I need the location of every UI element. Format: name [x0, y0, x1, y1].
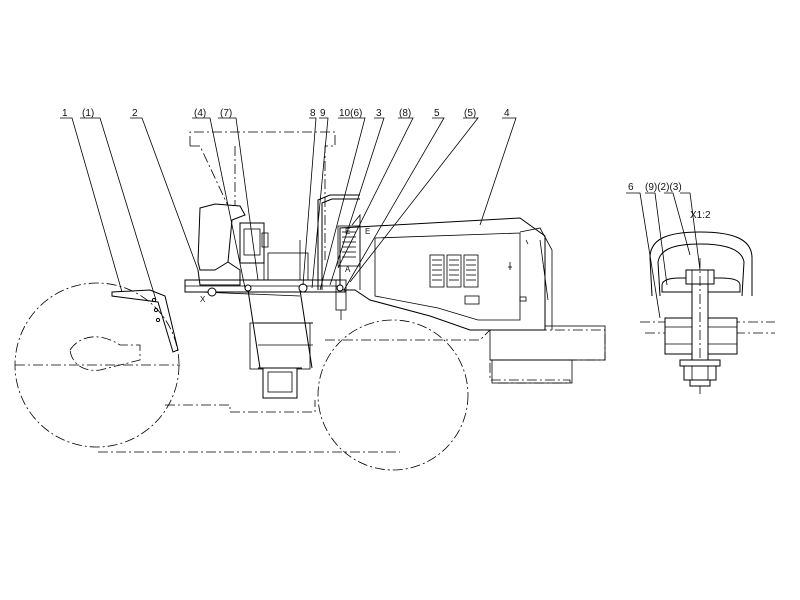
isolator-rubber	[661, 277, 741, 293]
washer	[679, 359, 721, 367]
callout-p1: (1)	[82, 108, 94, 119]
operator-seat	[197, 203, 246, 286]
access-ladder	[247, 289, 313, 399]
leader-p7	[218, 117, 259, 281]
callout-p8: (8)	[399, 108, 411, 119]
hood-badge	[464, 295, 480, 305]
hood-louvers	[429, 254, 480, 305]
callout-p7: (7)	[220, 108, 232, 119]
callout-8: 8	[310, 108, 316, 119]
bolt-tip	[689, 379, 711, 387]
control-console	[239, 222, 269, 280]
rear-bumper	[491, 359, 573, 384]
nut	[683, 365, 717, 381]
detail-leader-6	[626, 192, 661, 319]
callout-3: 3	[376, 108, 382, 119]
detail-leader-9	[645, 192, 668, 286]
leader-p4	[192, 117, 246, 289]
front-drum	[14, 282, 180, 448]
louver-grille-3	[463, 254, 479, 288]
detail-leader-3	[680, 192, 701, 271]
rear-markings	[508, 239, 529, 302]
leader-3	[329, 117, 385, 286]
leader-10p6	[319, 117, 366, 291]
leader-2	[130, 117, 199, 271]
engine-hood	[337, 213, 553, 331]
mount-points	[207, 279, 347, 320]
lower-frame-outline	[165, 329, 606, 413]
leader-p8	[337, 117, 414, 269]
callout-5: 5	[434, 108, 440, 119]
leader-p1	[80, 117, 157, 301]
leader-8	[302, 117, 317, 286]
detail-view-x: 6 (9)(2)(3) X1:2	[626, 182, 775, 395]
cab-outline	[189, 131, 336, 260]
marker-x: X	[200, 295, 206, 304]
detail-leader-2	[664, 192, 691, 256]
callout-leaders	[60, 117, 517, 301]
detail-callout-p9p2p3: (9)(2)(3)	[645, 182, 682, 193]
leader-4	[479, 117, 517, 226]
louver-grille-1	[429, 254, 445, 288]
operator-platform	[267, 240, 309, 281]
callout-9: 9	[320, 108, 326, 119]
roller-machine-drawing: X A E E	[14, 131, 606, 471]
callout-10p6: 10(6)	[339, 108, 362, 119]
callout-4: 4	[504, 108, 510, 119]
leader-1	[60, 117, 123, 293]
callout-2: 2	[132, 108, 138, 119]
callout-p5: (5)	[464, 108, 476, 119]
leader-9	[311, 117, 329, 289]
detail-callout-6: 6	[628, 182, 634, 193]
leader-5	[343, 117, 445, 291]
rear-counterweight	[489, 325, 606, 361]
isolator-upper-inner	[657, 243, 745, 297]
callout-1: 1	[62, 108, 68, 119]
marker-e-right: E	[365, 227, 370, 236]
louver-grille-2	[446, 254, 462, 288]
detail-scale-label: X1:2	[690, 210, 711, 221]
isolator-upper-bracket	[649, 231, 753, 297]
marker-a: A	[345, 265, 351, 274]
leader-p5	[349, 117, 479, 283]
callout-labels: 1 (1) 2 (4) (7) 8 9 10(6) 3 (8) 5 (5) 4	[62, 108, 510, 119]
front-scraper-bracket	[111, 289, 179, 353]
rear-wheel	[317, 319, 469, 471]
callout-p4: (4)	[194, 108, 206, 119]
